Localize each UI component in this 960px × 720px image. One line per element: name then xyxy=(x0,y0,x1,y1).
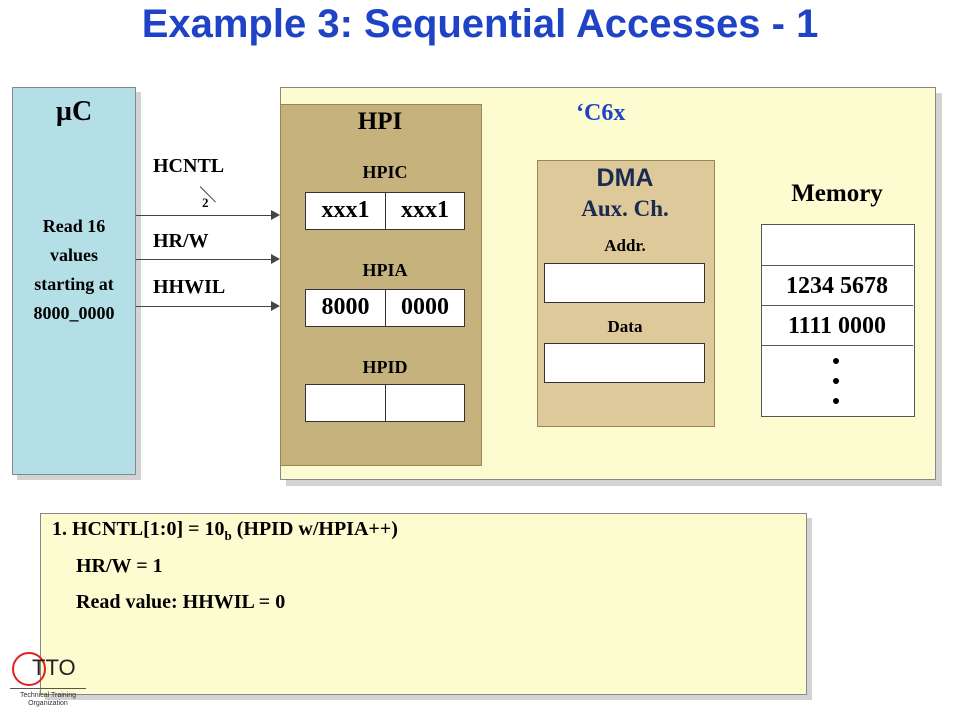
hpia-left-cell: 8000 xyxy=(305,289,386,327)
memory-divider-3 xyxy=(761,345,913,346)
hpid-label: HPID xyxy=(362,357,408,377)
hrw-line xyxy=(136,259,272,260)
hhwil-line xyxy=(136,306,272,307)
dma-addr-label: Addr. xyxy=(604,236,646,255)
hrw-arrowhead xyxy=(271,254,280,264)
note-line-1-suffix: (HPID w/HPIA++) xyxy=(231,518,398,540)
tto-logo-sub-2: Organization xyxy=(28,700,68,707)
note-line-3: Read value: HHWIL = 0 xyxy=(76,591,286,613)
notes-box xyxy=(40,513,807,695)
uc-line-4: 8000_0000 xyxy=(33,303,115,323)
dma-sub-label: Aux. Ch. xyxy=(581,196,669,221)
dma-data-field xyxy=(544,343,705,383)
tto-logo-text: TTO xyxy=(32,655,76,680)
uc-line-2: values xyxy=(49,245,98,265)
note-line-2: HR/W = 1 xyxy=(76,555,163,577)
c6x-label: ‘C6x xyxy=(576,100,626,126)
hpic-label: HPIC xyxy=(362,162,408,182)
memory-divider-2 xyxy=(761,305,913,306)
hcntl-arrowhead xyxy=(271,210,280,220)
memory-ellipsis-dot-3 xyxy=(833,398,839,404)
dma-label: DMA xyxy=(596,164,654,192)
hcntl-width-label: 2 xyxy=(202,195,209,210)
memory-cell-2: 1234 5678 xyxy=(786,273,888,299)
hpi-label: HPI xyxy=(357,108,403,135)
memory-label: Memory xyxy=(791,180,883,207)
hcntl-label: HCNTL xyxy=(153,155,225,177)
tto-logo-sub-1: Technical Training xyxy=(19,692,77,699)
dma-data-label: Data xyxy=(607,317,643,336)
tto-logo-underline xyxy=(10,688,86,689)
hrw-label: HR/W xyxy=(153,230,209,252)
page-title: Example 3: Sequential Accesses - 1 xyxy=(141,2,819,46)
dma-addr-field xyxy=(544,263,705,303)
hpic-left-cell: xxx1 xyxy=(305,192,386,230)
uc-line-1: Read 16 xyxy=(42,216,106,236)
hpia-right-cell: 0000 xyxy=(385,289,465,327)
memory-cell-1 xyxy=(761,226,913,264)
memory-divider-1 xyxy=(761,265,913,266)
note-line-1: 1. HCNTL[1:0] = 10b (HPID w/HPIA++) xyxy=(52,518,398,544)
uc-line-3: starting at xyxy=(34,274,114,294)
hpid-right-cell xyxy=(385,384,465,422)
hcntl-line xyxy=(136,215,272,216)
hpia-label: HPIA xyxy=(362,260,408,280)
hpid-left-cell xyxy=(305,384,386,422)
note-line-1-subscript: b xyxy=(224,528,232,543)
hhwil-arrowhead xyxy=(271,301,280,311)
note-line-1-prefix: 1. HCNTL[1:0] = 10 xyxy=(52,518,225,540)
tto-logo: TTO Technical Training Organization xyxy=(10,652,90,714)
memory-ellipsis-dot-2 xyxy=(833,378,839,384)
uc-label: µC xyxy=(55,96,93,127)
tto-logo-circle xyxy=(12,652,46,686)
memory-block xyxy=(761,224,915,417)
uc-description: Read 16 values starting at 8000_0000 xyxy=(12,212,136,328)
hpic-right-cell: xxx1 xyxy=(385,192,465,230)
memory-ellipsis-dot-1 xyxy=(833,358,839,364)
microcontroller-box xyxy=(12,87,136,475)
memory-cell-3: 1111 0000 xyxy=(787,313,887,339)
hhwil-label: HHWIL xyxy=(153,276,226,298)
